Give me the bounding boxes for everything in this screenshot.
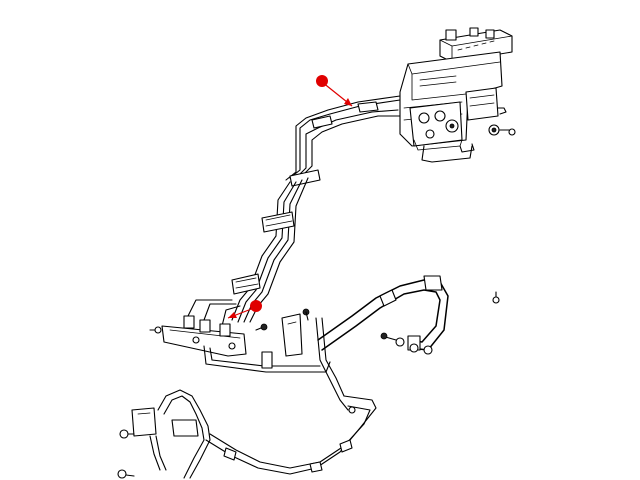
callout-upper-dot — [316, 75, 328, 87]
callout-upper-arrow — [344, 98, 352, 106]
callout-lower — [227, 300, 262, 319]
rubber-hose — [315, 275, 500, 411]
lower-left-assembly — [117, 389, 211, 479]
brake-lines-lower — [205, 395, 377, 475]
callout-upper — [316, 75, 353, 107]
abs-module — [399, 27, 516, 163]
callout-lower-dot — [250, 300, 262, 312]
brake-lines-upper — [187, 95, 401, 327]
callout-lower-arrow — [228, 312, 237, 318]
junction-bracket — [149, 308, 331, 373]
